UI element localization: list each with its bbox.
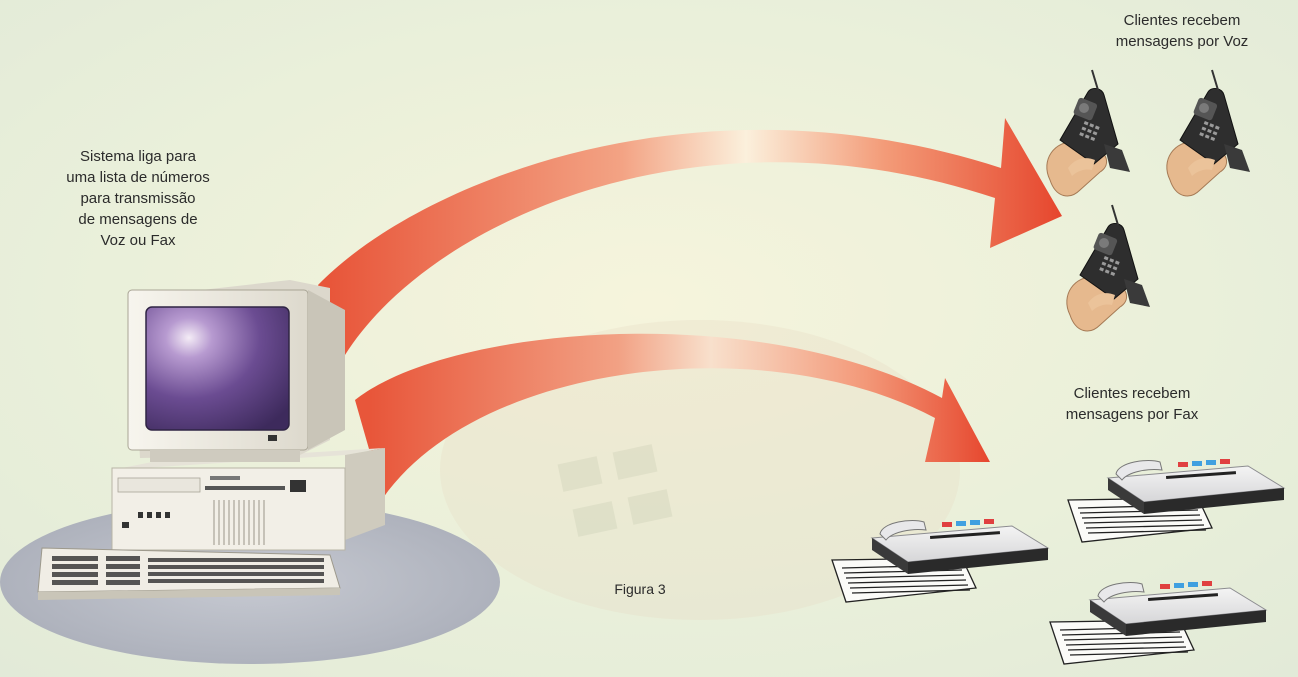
caption-line: para transmissão bbox=[48, 188, 228, 209]
monitor bbox=[128, 280, 345, 462]
monitor-screen bbox=[146, 307, 289, 430]
caption-line: Sistema liga para bbox=[48, 146, 228, 167]
caption-fax-clients: Clientes recebem mensagens por Fax bbox=[1032, 383, 1232, 425]
caption-line: mensagens por Voz bbox=[1082, 31, 1282, 52]
figure-label: Figura 3 bbox=[600, 579, 680, 600]
keyboard bbox=[38, 548, 340, 600]
caption-line: Clientes recebem bbox=[1032, 383, 1232, 404]
caption-voice-clients: Clientes recebem mensagens por Voz bbox=[1082, 10, 1282, 52]
caption-line: mensagens por Fax bbox=[1032, 404, 1232, 425]
figure-number: Figura 3 bbox=[600, 579, 680, 600]
caption-line: uma lista de números bbox=[48, 167, 228, 188]
caption-system-calls: Sistema liga para uma lista de números p… bbox=[48, 146, 228, 251]
caption-line: Clientes recebem bbox=[1082, 10, 1282, 31]
caption-line: de mensagens de bbox=[48, 209, 228, 230]
caption-line: Voz ou Fax bbox=[48, 230, 228, 251]
